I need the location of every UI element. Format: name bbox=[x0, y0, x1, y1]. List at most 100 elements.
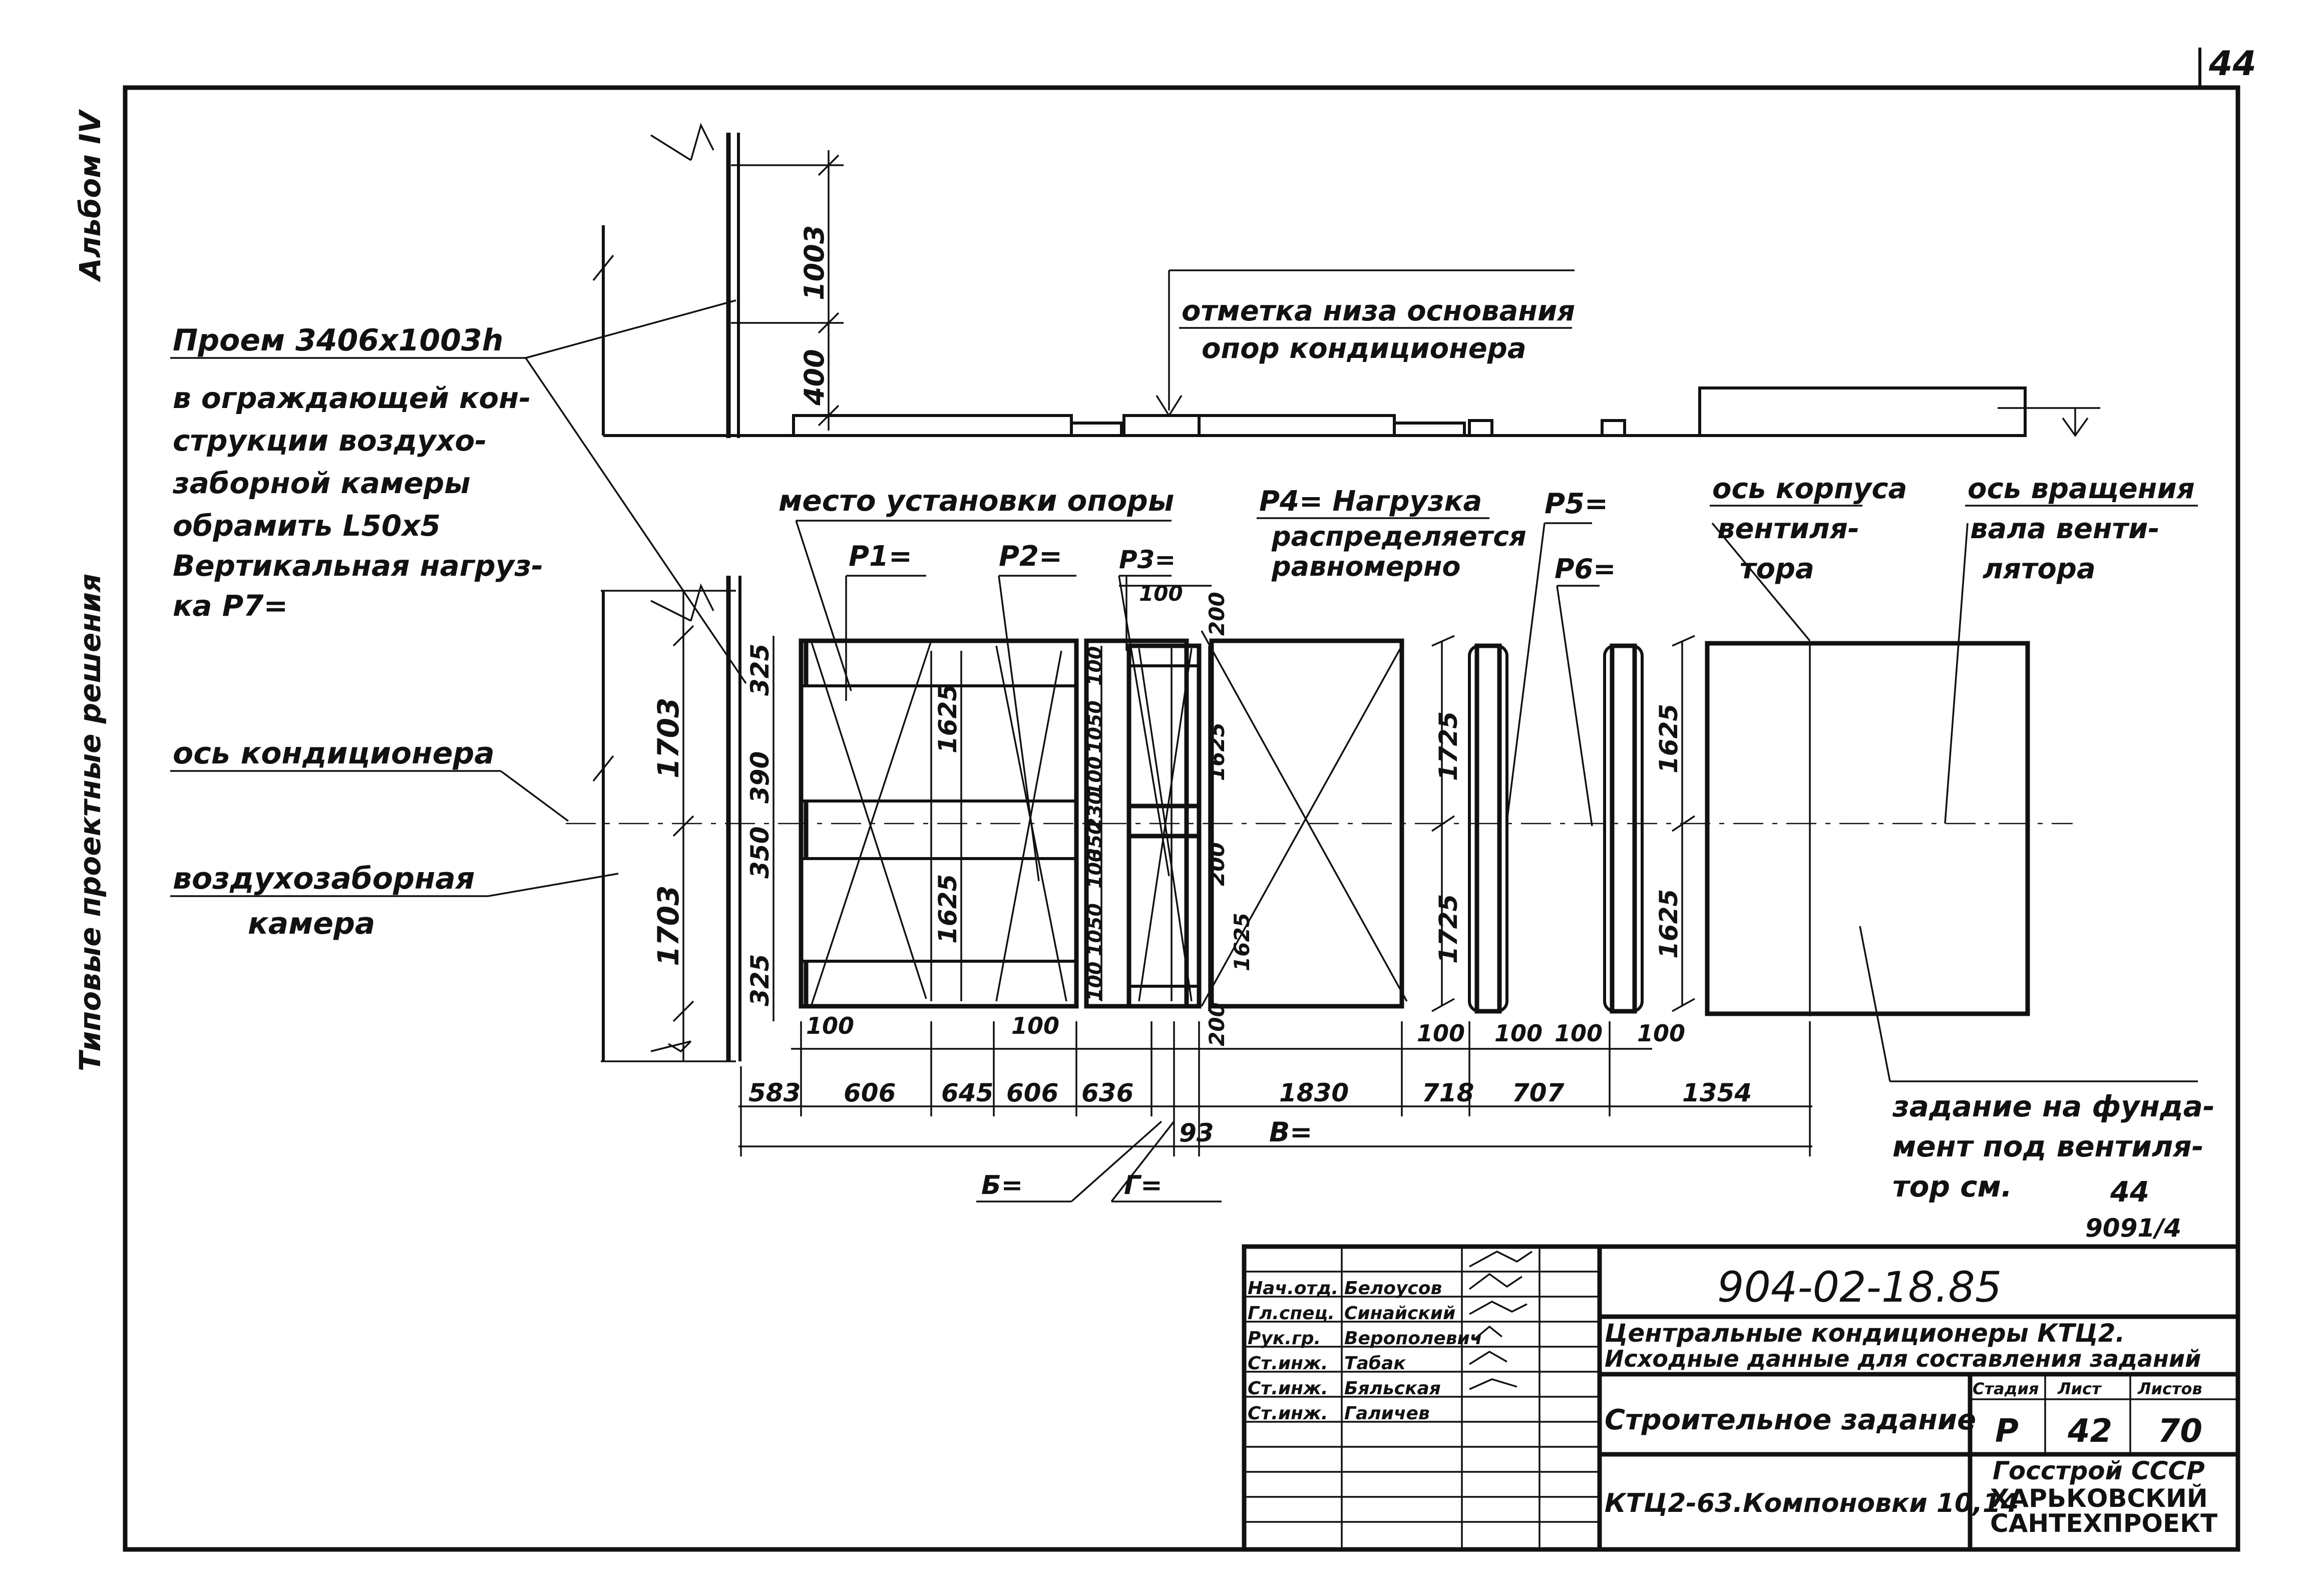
axis-conditioner-label: ось кондиционера bbox=[173, 736, 495, 771]
dim-606-b: 606 bbox=[1006, 1078, 1058, 1107]
dim-325-bottom: 325 bbox=[745, 954, 775, 1006]
load-v: В= bbox=[1269, 1116, 1312, 1148]
p4-note-3: равномерно bbox=[1271, 551, 1461, 582]
dim-block2-1050-a: 1050 bbox=[1084, 700, 1106, 753]
p4-note-1: P4= Нагрузка bbox=[1259, 485, 1482, 518]
foundation-task-2: мент под вентиля- bbox=[1892, 1129, 2204, 1163]
dim-block3-200-top: 200 bbox=[1205, 592, 1229, 636]
sheet-number: 44 bbox=[2208, 44, 2256, 84]
dimension-chain bbox=[738, 1021, 1812, 1156]
dim-p3-100: 100 bbox=[1139, 581, 1183, 606]
dim-block1-1625-bottom: 1625 bbox=[933, 874, 962, 944]
staff-name-6: Галичев bbox=[1344, 1403, 1430, 1424]
load-g: Г= bbox=[1124, 1170, 1163, 1201]
org-line-3: САНТЕХПРОЕКТ bbox=[1990, 1509, 2217, 1538]
foundation-task-3: тор см. bbox=[1892, 1169, 2012, 1204]
load-p6: P6= bbox=[1555, 553, 1616, 585]
dim-325-top: 325 bbox=[745, 644, 775, 696]
opening-desc-1: в ограждающей кон- bbox=[173, 381, 531, 415]
staff-role-3: Рук.гр. bbox=[1248, 1328, 1321, 1349]
dim-left-1703-bottom: 1703 bbox=[651, 886, 685, 966]
dim-small-100-3: 100 bbox=[1417, 1020, 1465, 1047]
dim-1830: 1830 bbox=[1279, 1078, 1349, 1107]
foundation-ref-code: 9091/4 bbox=[2085, 1214, 2181, 1243]
org-line-1: Госстрой СССР bbox=[1993, 1456, 2205, 1485]
staff-name-3: Верополевич bbox=[1344, 1328, 1482, 1349]
sub-name: КТЦ2-63.Компоновки 10,14 bbox=[1605, 1488, 2019, 1518]
dim-93: 93 bbox=[1179, 1118, 1214, 1147]
title-block bbox=[1242, 1244, 2240, 1552]
stage-value: Р bbox=[1995, 1413, 2019, 1450]
drawing-frame bbox=[123, 85, 2240, 1552]
stage-label: Стадия bbox=[1973, 1379, 2039, 1398]
dim-350: 350 bbox=[745, 827, 775, 879]
dim-718: 718 bbox=[1422, 1078, 1474, 1107]
dim-block1-1625-top: 1625 bbox=[933, 684, 962, 753]
sheets-value: 70 bbox=[2158, 1413, 2202, 1450]
fan-rotation-axis-2: вала венти- bbox=[1970, 513, 2160, 545]
opening-desc-5: Вертикальная нагруз- bbox=[173, 549, 543, 583]
dim-block5-1625-bottom: 1625 bbox=[1654, 889, 1683, 959]
dim-block2-100-c: 100 bbox=[1084, 849, 1106, 889]
sheet-value: 42 bbox=[2067, 1413, 2112, 1450]
dim-block3-1625-bottom: 1625 bbox=[1230, 913, 1254, 971]
dim-block4-1725-bottom: 1725 bbox=[1434, 894, 1463, 964]
load-b: Б= bbox=[981, 1170, 1023, 1201]
staff-role-4: Ст.инж. bbox=[1248, 1353, 1328, 1374]
dim-top-1003: 1003 bbox=[799, 225, 830, 300]
opening-desc-6: ка P7= bbox=[173, 589, 288, 623]
foundation-task-1: задание на фунда- bbox=[1892, 1089, 2215, 1123]
dim-left-1703-top: 1703 bbox=[651, 698, 685, 778]
fan-rotation-axis-1: ось вращения bbox=[1968, 473, 2195, 505]
opening-desc-4: обрамить L50х5 bbox=[173, 509, 441, 543]
dim-small-100-5: 100 bbox=[1555, 1020, 1603, 1047]
opening-desc-3: заборной камеры bbox=[172, 466, 471, 500]
p4-note-2: распределяется bbox=[1271, 521, 1526, 552]
series-label: Типовые проектные решения bbox=[73, 574, 107, 1071]
sheets-label: Листов bbox=[2137, 1379, 2202, 1398]
staff-role-1: Нач.отд. bbox=[1248, 1278, 1338, 1299]
staff-role-5: Ст.инж. bbox=[1248, 1378, 1328, 1399]
air-chamber-label-1: воздухозаборная bbox=[173, 861, 475, 896]
support-place-label: место установки опоры bbox=[779, 484, 1174, 518]
dim-small-100-1: 100 bbox=[806, 1012, 854, 1039]
staff-name-5: Бяльская bbox=[1344, 1378, 1441, 1399]
plan-view: 1703 1703 325 390 350 325 1625 1625 100 … bbox=[566, 520, 2198, 1082]
load-p3: P3= bbox=[1119, 545, 1176, 574]
dim-block2-100-a: 100 bbox=[1084, 646, 1106, 686]
foundation-ref-sheet: 44 bbox=[2110, 1176, 2149, 1209]
dim-block3-1625-top: 1625 bbox=[1205, 722, 1229, 781]
fan-body-axis-1: ось корпуса bbox=[1712, 473, 1907, 505]
dim-block3-200-bottom: 200 bbox=[1205, 1002, 1229, 1046]
load-p1: P1= bbox=[849, 540, 912, 573]
doc-code: 904-02-18.85 bbox=[1717, 1263, 2002, 1312]
album-label: Альбом IV bbox=[73, 109, 107, 282]
load-p2: P2= bbox=[999, 540, 1062, 573]
dim-block2-100-d: 100 bbox=[1084, 962, 1106, 1001]
dim-block2-100-b: 100 bbox=[1084, 756, 1106, 796]
dim-block3-200-mid: 200 bbox=[1205, 842, 1229, 886]
staff-name-2: Синайский bbox=[1344, 1303, 1455, 1324]
support-base-note-1: отметка низа основания bbox=[1182, 295, 1575, 327]
dim-block4-1725-top: 1725 bbox=[1434, 711, 1463, 781]
dim-top-400: 400 bbox=[799, 349, 830, 406]
opening-desc-2: струкции воздухо- bbox=[173, 424, 487, 458]
dim-block2-350: 350 bbox=[1084, 822, 1106, 861]
opening-title: Проем 3406х1003h bbox=[173, 323, 503, 358]
org-line-2: ХАРЬКОВСКИЙ bbox=[1990, 1483, 2208, 1513]
staff-name-1: Белоусов bbox=[1344, 1278, 1442, 1299]
staff-name-4: Табак bbox=[1344, 1353, 1406, 1374]
dim-block2-230: 230 bbox=[1084, 791, 1106, 831]
dim-1354: 1354 bbox=[1682, 1078, 1752, 1107]
load-p5: P5= bbox=[1545, 488, 1608, 520]
dim-707: 707 bbox=[1512, 1078, 1565, 1107]
doc-description-1: Центральные кондиционеры КТЦ2. bbox=[1605, 1319, 2125, 1348]
dim-390: 390 bbox=[745, 751, 775, 804]
dim-block5-1625-top: 1625 bbox=[1654, 704, 1683, 773]
dim-small-100-2: 100 bbox=[1011, 1012, 1059, 1039]
dim-583: 583 bbox=[748, 1078, 801, 1107]
dim-606-a: 606 bbox=[844, 1078, 896, 1107]
elevation-view: 1003 400 bbox=[592, 123, 2100, 438]
staff-role-6: Ст.инж. bbox=[1248, 1403, 1328, 1424]
